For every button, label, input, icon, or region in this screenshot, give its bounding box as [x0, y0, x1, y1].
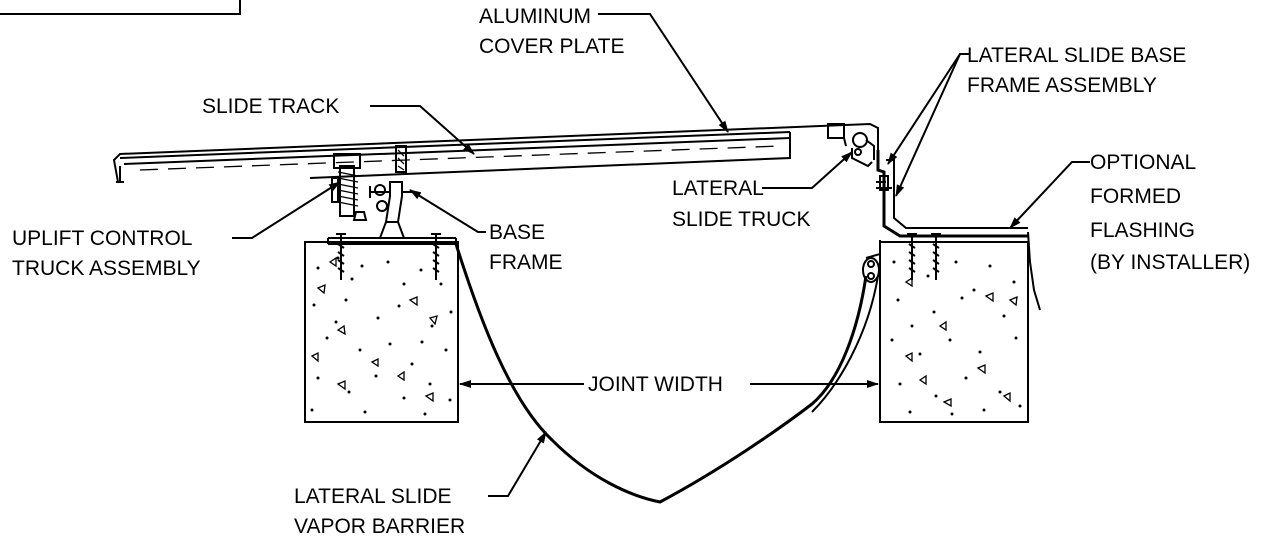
left-concrete-substrate	[304, 241, 459, 423]
label-lateral-slide-truck-1: LATERAL	[672, 177, 764, 200]
label-lateral-slide-truck-2: SLIDE TRUCK	[672, 208, 810, 231]
lateral-slide-base-frame	[876, 150, 1028, 238]
base-frame-extrusion	[327, 181, 457, 245]
uplift-control-truck	[331, 153, 388, 221]
label-optional-flashing-3: FLASHING	[1090, 219, 1195, 242]
lateral-slide-truck	[827, 123, 875, 168]
label-slide-track: SLIDE TRACK	[202, 95, 339, 118]
title-box-fragment	[0, 0, 241, 15]
vapor-barrier	[454, 240, 881, 504]
label-aluminum-cover-plate-2: COVER PLATE	[479, 35, 624, 58]
label-aluminum-cover-plate-1: ALUMINUM	[479, 5, 591, 28]
label-base-frame-1: BASE	[489, 221, 545, 244]
optional-flashing	[1027, 231, 1041, 311]
cover-plate-assembly	[112, 122, 879, 183]
label-vapor-barrier-2: VAPOR BARRIER	[294, 515, 465, 538]
label-uplift-control-1: UPLIFT CONTROL	[12, 227, 192, 250]
right-concrete-substrate	[879, 241, 1029, 423]
leader-lines	[232, 13, 1090, 497]
label-optional-flashing-4: (BY INSTALLER)	[1090, 251, 1250, 274]
label-optional-flashing-1: OPTIONAL	[1090, 151, 1196, 174]
label-lateral-slide-base-2: FRAME ASSEMBLY	[967, 74, 1157, 97]
label-vapor-barrier-1: LATERAL SLIDE	[294, 485, 452, 508]
label-lateral-slide-base-1: LATERAL SLIDE BASE	[967, 44, 1186, 67]
label-uplift-control-2: TRUCK ASSEMBLY	[12, 257, 201, 280]
label-base-frame-2: FRAME	[489, 251, 563, 274]
label-joint-width: JOINT WIDTH	[588, 373, 723, 396]
anchor-bolts	[336, 233, 941, 280]
label-optional-flashing-2: FORMED	[1090, 185, 1181, 208]
